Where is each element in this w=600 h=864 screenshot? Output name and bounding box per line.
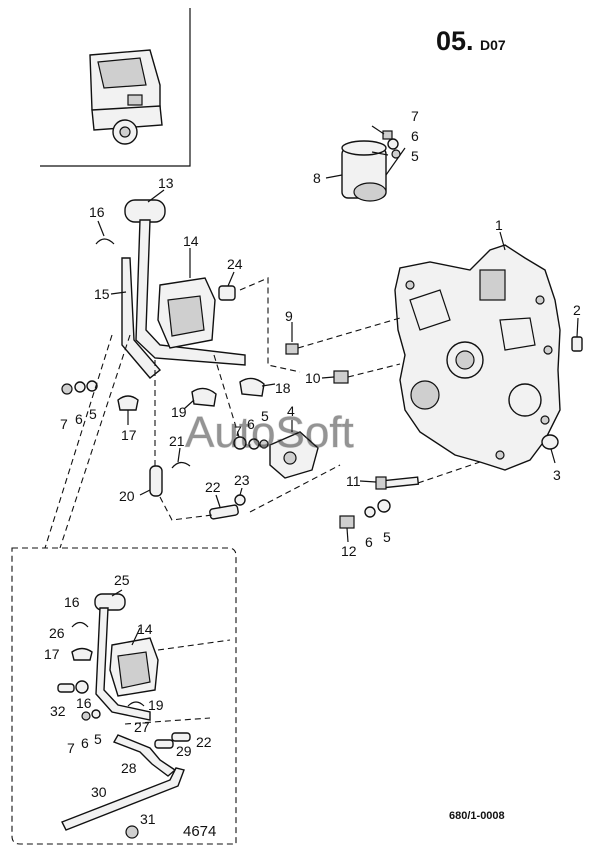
hose-20: [149, 465, 163, 497]
page-code-sub: D07: [480, 37, 506, 53]
fasteners-left: [61, 380, 98, 395]
oil-filler-cap: [124, 199, 166, 223]
callout-3: 3: [553, 467, 561, 483]
filler-tube: [121, 219, 246, 379]
callout-9: 9: [285, 308, 293, 324]
callout-21: 21: [169, 433, 185, 449]
callout-11: 11: [346, 473, 361, 489]
callout-25: 25: [114, 572, 130, 588]
connector-22: [209, 504, 239, 520]
callout-6-left: 6: [75, 411, 83, 427]
callout-14: 14: [183, 233, 199, 249]
callout-labels: 1 2 3 4 5 6 7 8 9 10 11 12 13 14 15 16 1…: [44, 108, 581, 827]
callout-13: 13: [158, 175, 174, 191]
callout-19: 19: [171, 404, 187, 420]
clip-16: [95, 238, 115, 245]
callout-16-inset-top: 16: [64, 594, 80, 610]
callout-32: 32: [50, 703, 66, 719]
callout-6-filter: 6: [411, 128, 419, 144]
callout-6-bolt: 6: [365, 534, 373, 550]
oil-filter: [341, 140, 406, 202]
callout-15: 15: [94, 286, 110, 302]
callout-16: 16: [89, 204, 105, 220]
callout-7-filter: 7: [411, 108, 419, 124]
bolt-9: [285, 343, 299, 355]
callout-17-inset: 17: [44, 646, 60, 662]
washer-23: [234, 494, 246, 506]
spacer-24: [218, 285, 236, 301]
truck-icon: [89, 49, 163, 145]
timing-cover-housing: [394, 244, 561, 471]
callout-4: 4: [287, 403, 295, 419]
callout-6-inset: 6: [81, 735, 89, 751]
callout-1: 1: [495, 217, 503, 233]
callout-17: 17: [121, 427, 137, 443]
filter-fasteners: [382, 130, 401, 159]
callout-14-inset: 14: [137, 621, 153, 637]
callout-19-inset: 19: [148, 697, 164, 713]
callout-12: 12: [341, 543, 357, 559]
dowel-pin: [571, 336, 583, 352]
callout-5-bolt: 5: [383, 529, 391, 545]
callout-8: 8: [313, 170, 321, 186]
clip-21: [171, 461, 191, 469]
callout-28: 28: [121, 760, 137, 776]
callout-7-left: 7: [60, 416, 68, 432]
callout-27: 27: [134, 719, 150, 735]
clamp-19: [191, 387, 217, 407]
callout-20: 20: [119, 488, 135, 504]
callout-29: 29: [176, 743, 192, 759]
callout-5-filter: 5: [411, 148, 419, 164]
drawing-reference: 680/1-0008: [449, 810, 505, 822]
clamp-18: [239, 377, 265, 397]
detail-inset: [11, 547, 237, 845]
breather-housing: [157, 277, 216, 349]
callout-18: 18: [275, 380, 291, 396]
callout-2: 2: [573, 302, 581, 318]
callout-26: 26: [49, 625, 65, 641]
callout-7-inset: 7: [67, 740, 75, 756]
callout-7-bracket: 7: [234, 423, 242, 439]
seal-ring: [541, 434, 559, 450]
callout-5-left: 5: [89, 406, 97, 422]
bolt-10: [333, 370, 349, 384]
long-bolt-11: [375, 476, 420, 490]
callout-31: 31: [140, 811, 156, 827]
vehicle-location-inset: [40, 8, 191, 167]
callout-22: 22: [205, 479, 221, 495]
callout-16-inset: 16: [76, 695, 92, 711]
callout-leaders: [97, 125, 579, 646]
callout-5-bracket: 5: [261, 408, 269, 424]
assembly-lines: [44, 277, 481, 549]
watermark-text: AutoSoft: [185, 408, 354, 457]
mounting-bracket: [233, 431, 319, 479]
callout-23: 23: [234, 472, 250, 488]
callout-22-inset: 22: [196, 734, 212, 750]
inset-number: 4674: [183, 823, 216, 840]
callout-6-bracket: 6: [247, 416, 255, 432]
callout-30: 30: [91, 784, 107, 800]
clamp-17: [117, 395, 139, 411]
callout-5-inset: 5: [94, 731, 102, 747]
bolt-12-group: [339, 499, 391, 529]
page-code: 05. D07: [436, 26, 506, 56]
callout-24: 24: [227, 256, 243, 272]
callout-10: 10: [305, 370, 321, 386]
page-code-main: 05.: [436, 26, 474, 56]
